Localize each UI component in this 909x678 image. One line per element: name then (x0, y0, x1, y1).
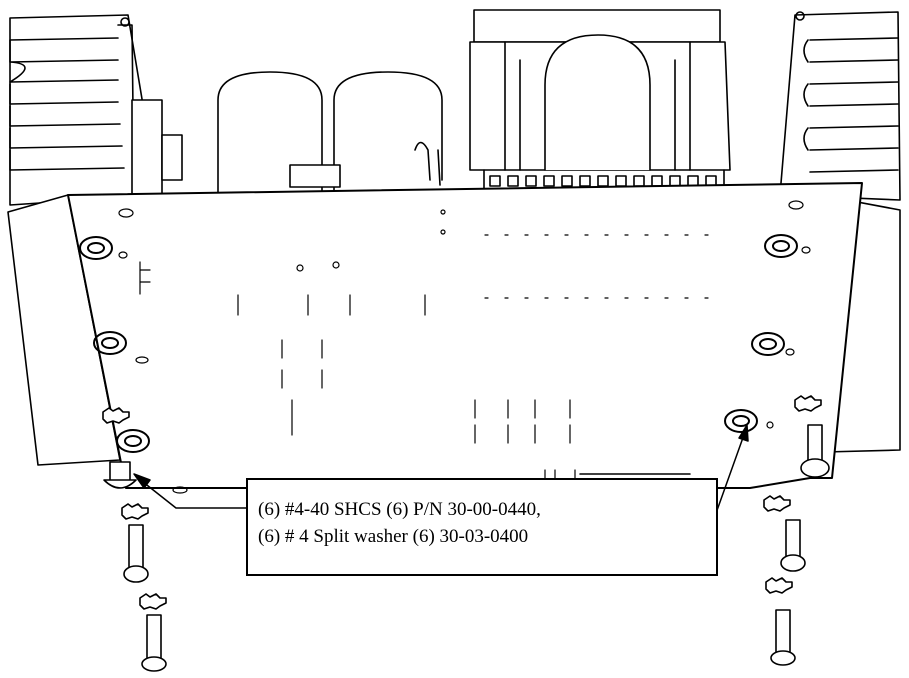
split-washer (93, 331, 127, 355)
transformer (469, 9, 731, 191)
left-leader-arrowhead (133, 473, 151, 489)
star-washer (765, 577, 793, 594)
star-washer (102, 407, 130, 424)
callout-line-screws: (6) #4-40 SHCS (6) P/N 30-00-0440, (258, 499, 541, 520)
right-leader-arrowhead (738, 424, 749, 442)
circuit-board (67, 182, 863, 489)
split-washer (751, 332, 785, 356)
callout-box: (6) #4-40 SHCS (6) P/N 30-00-0440, (6) #… (246, 478, 718, 576)
split-washer (724, 409, 758, 433)
screw (800, 424, 830, 478)
capacitors (217, 71, 443, 196)
star-washer (794, 395, 822, 412)
split-washer (116, 429, 150, 453)
split-washer (79, 236, 113, 260)
screw (770, 609, 796, 666)
right-heatsink (779, 11, 901, 201)
star-washer (763, 495, 791, 512)
star-washer (139, 593, 167, 610)
screws (102, 395, 830, 672)
screw (780, 519, 806, 572)
callout-line-washers: (6) # 4 Split washer (6) 30-03-0400 (258, 526, 529, 547)
star-washer (121, 503, 149, 520)
split-washer (764, 234, 798, 258)
screw (123, 524, 149, 583)
board-pads (118, 200, 811, 494)
split-washers (79, 234, 798, 453)
screw (103, 461, 137, 489)
left-connector (131, 99, 183, 196)
left-leader-line (137, 477, 247, 509)
screw (141, 614, 167, 672)
